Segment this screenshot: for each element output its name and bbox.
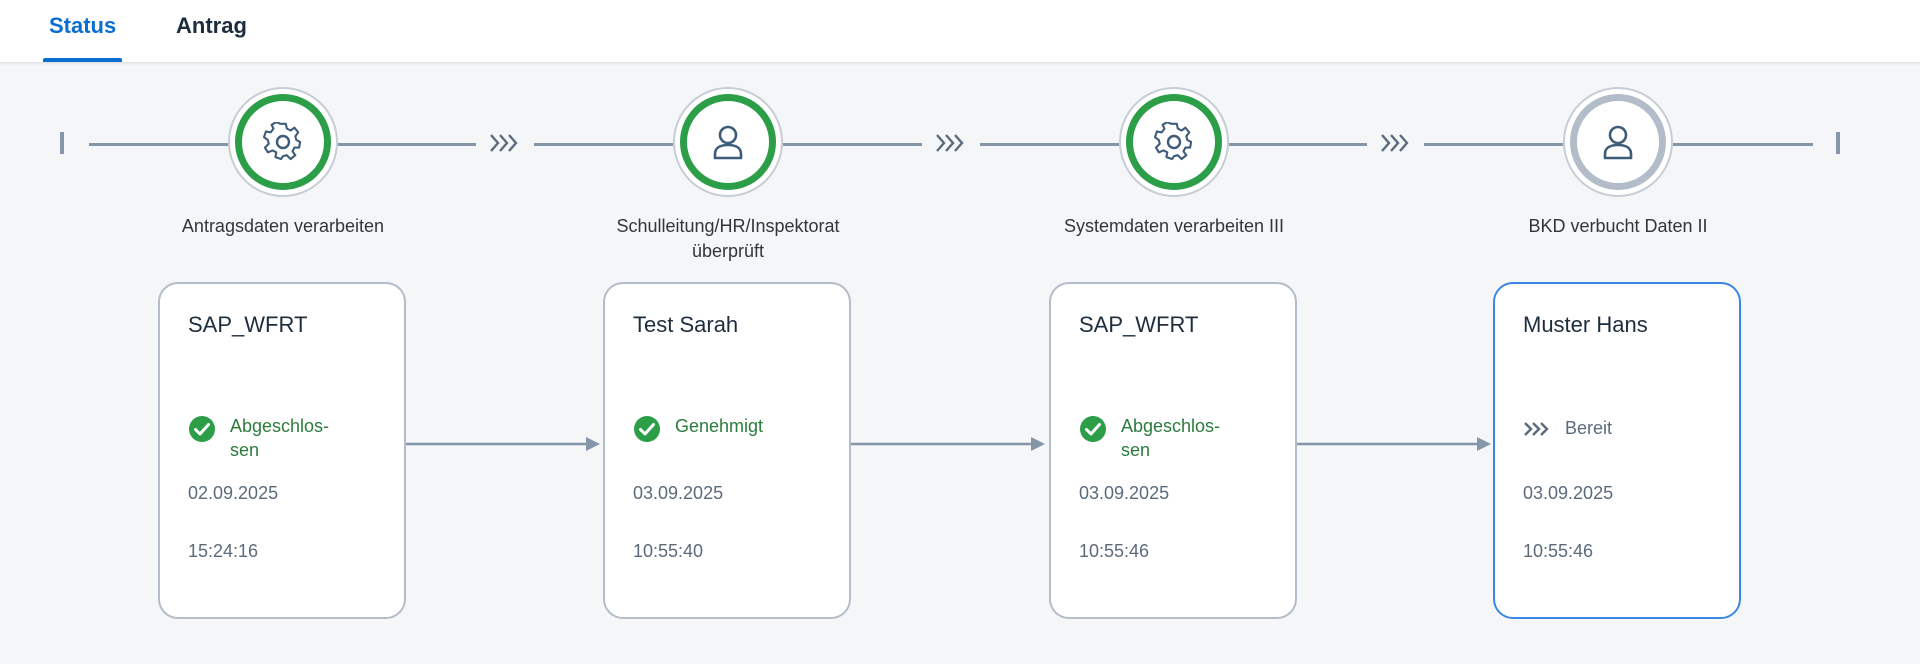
card-assignee: SAP_WFRT [188,312,308,337]
check-circle-icon [634,416,660,442]
card-status-label: Bereit [1565,418,1613,438]
lane-end-marker [1836,132,1840,154]
lane-connector [1424,143,1563,146]
card-status: Abgeschlos- sen [1079,414,1251,462]
flow-arrow [406,437,600,451]
process-node-systemdaten[interactable] [1119,87,1229,197]
node-status-ring [680,94,776,190]
lane-connector [980,143,1119,146]
chevrons-right-icon [1381,134,1409,152]
gear-icon [1154,122,1193,161]
flow-arrow [851,437,1045,451]
step-card-antragsdaten[interactable]: SAP_WFRT Abgeschlos- sen 02.09.2025 15:2… [158,282,406,619]
chevrons-right-icon [936,134,964,152]
step-card-bkd[interactable]: Muster Hans Bereit 03.09.2025 10:55:46 [1493,282,1741,619]
tab-status[interactable]: Status [42,0,123,62]
person-icon [713,125,743,160]
process-node-bkd[interactable] [1563,87,1673,197]
check-circle-icon [189,416,215,442]
card-time: 10:55:46 [1523,541,1594,561]
card-date: 03.09.2025 [1523,483,1614,503]
process-flow: Antragsdaten verarbeiten SAP_WFRT Abgesc… [0,62,1920,664]
flow-arrow [1297,437,1491,451]
card-status: Bereit [1523,414,1695,443]
node-status-ring [1570,94,1666,190]
card-assignee: Test Sarah [633,312,739,337]
lane-connector [1673,143,1813,146]
card-time: 10:55:46 [1079,541,1150,561]
check-circle-icon [1080,416,1106,442]
card-status-label: Genehmigt [675,416,764,436]
lane-connector [783,143,922,146]
lane-connector [89,143,228,146]
tab-antrag[interactable]: Antrag [176,13,247,38]
lane-connector [534,143,673,146]
card-date: 03.09.2025 [633,483,724,503]
process-node-schulleitung[interactable] [673,87,783,197]
person-icon [1603,125,1633,160]
step-title: BKD verbucht Daten II [1528,216,1708,236]
step-card-systemdaten[interactable]: SAP_WFRT Abgeschlos- sen 03.09.2025 10:5… [1049,282,1297,619]
gear-icon [263,122,302,161]
card-status: Abgeschlos- sen [188,414,360,462]
card-date: 03.09.2025 [1079,483,1170,503]
node-status-ring [235,94,331,190]
card-time: 10:55:40 [633,541,704,561]
tab-bar: Status Antrag [0,0,1920,62]
lane-start-marker [60,132,64,154]
lane-connector [338,143,476,146]
card-assignee: Muster Hans [1523,312,1648,337]
step-title: Systemdaten verarbeiten III [1063,216,1285,236]
card-date: 02.09.2025 [188,483,279,503]
step-card-schulleitung[interactable]: Test Sarah Genehmigt 03.09.2025 10:55:40 [603,282,851,619]
card-time: 15:24:16 [188,541,259,561]
step-title: Antragsdaten verarbeiten [181,216,385,236]
card-assignee: SAP_WFRT [1079,312,1199,337]
node-status-ring [1126,94,1222,190]
card-status: Genehmigt [633,414,805,443]
process-node-antragsdaten[interactable] [228,87,338,197]
card-status-label: Abgeschlos- sen [230,416,330,460]
chevrons-right-icon [490,134,518,152]
lane-connector [1229,143,1367,146]
step-title: Schulleitung/HR/Inspektorat überprüft [616,216,840,261]
card-status-label: Abgeschlos- sen [1121,416,1221,460]
chevrons-right-icon [1524,422,1549,436]
